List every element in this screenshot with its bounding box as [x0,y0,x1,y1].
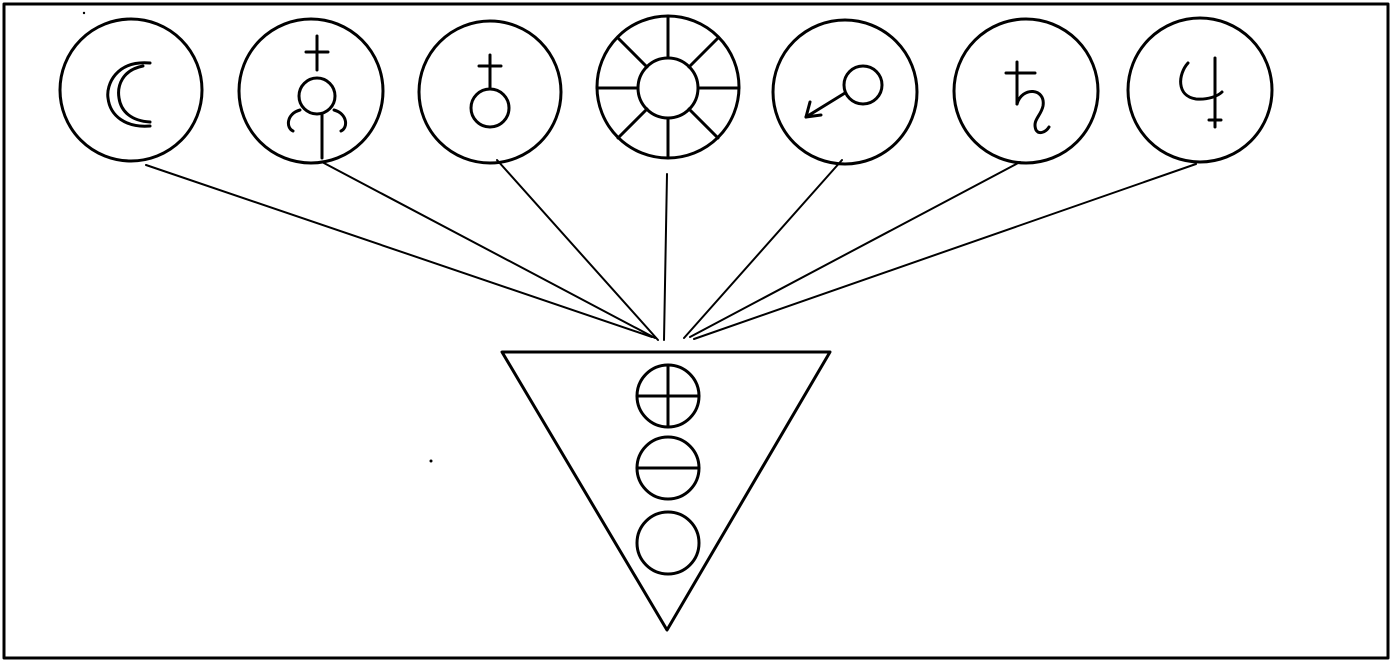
connection-line-mercury [321,161,656,339]
moon-icon [106,61,152,128]
planet-mars [771,18,919,166]
plain-circle-icon [635,510,701,576]
planet-circle-saturn [952,17,1100,165]
ink-speck [82,11,86,15]
connection-line-jupiter [693,163,1197,340]
venus-icon [469,53,511,129]
triangle-outline [500,350,832,632]
mars-icon [804,64,884,119]
connection-line-sun [663,173,668,341]
mercury-icon [286,34,348,160]
planet-circle-moon [58,17,204,163]
planet-row [58,14,1274,166]
connection-line-saturn [689,161,1021,338]
planet-circle-venus [417,19,563,165]
planet-circle-jupiter [1126,16,1274,164]
saturn-icon [1004,60,1051,135]
planet-sun [595,14,741,160]
earth-cross-circle-icon [635,363,701,429]
connection-line-mars [683,159,843,339]
inverted-triangle [500,350,832,632]
salt-bar-circle-icon [635,435,701,501]
connection-line-venus [496,159,659,341]
planet-moon [58,17,204,163]
planet-jupiter [1126,16,1274,164]
planet-circle-mercury [237,17,385,165]
connection-lines [145,159,1197,341]
ink-speck [429,459,433,463]
jupiter-icon [1179,56,1224,129]
connection-line-moon [145,164,653,338]
planet-saturn [952,17,1100,165]
planet-circle-mars [771,18,919,166]
sun-icon [595,14,741,160]
planet-venus [417,19,563,165]
planet-mercury [237,17,385,165]
